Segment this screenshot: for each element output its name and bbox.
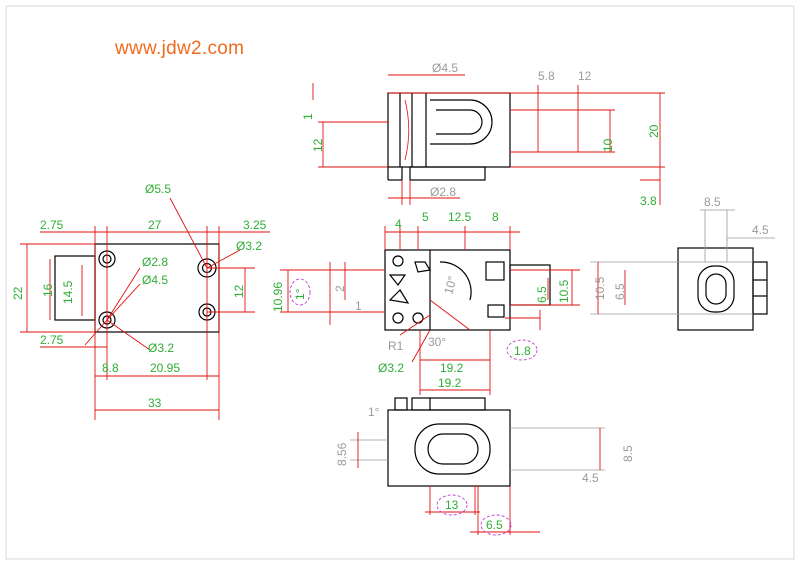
right-dim-4-5: 4.5	[752, 223, 769, 237]
front-dim-1deg: 1°	[293, 288, 307, 300]
top-dim-3-8: 3.8	[640, 194, 657, 208]
right-dim-6-5: 6.5	[613, 283, 627, 300]
front-dim-3-2: Ø3.2	[378, 361, 404, 375]
top-dim-1: 1	[301, 113, 315, 120]
website-watermark: www.jdw2.com	[115, 38, 245, 59]
top-dim-20: 20	[647, 124, 661, 138]
right-view-body	[677, 247, 754, 331]
left-dim-33: 33	[148, 396, 162, 410]
front-dim-6-5: 6.5	[535, 286, 549, 303]
top-dim-hole: Ø4.5	[432, 61, 458, 75]
left-dim-27: 27	[148, 218, 162, 232]
bottom-dim-13: 13	[445, 498, 459, 512]
right-view: 8.5 4.5 10.5 6.5	[590, 195, 775, 331]
top-dim-10: 10	[601, 138, 615, 152]
front-dim-8: 8	[492, 210, 499, 224]
bottom-dim-8-56: 8.56	[335, 442, 349, 466]
front-dim-10deg: 10°	[441, 274, 459, 295]
left-dim-2-75a: 2.75	[40, 218, 64, 232]
front-dim-10-96: 10.96	[271, 282, 285, 312]
bottom-view: 19.2 1° 8.56 8.5 4.5 13 6.5	[335, 376, 635, 536]
bottom-dim-1deg: 1°	[368, 405, 380, 419]
left-dim-3-2b: Ø3.2	[148, 341, 174, 355]
right-dim-10-5: 10.5	[593, 276, 607, 300]
top-view: Ø4.5 5.8 12 20 12 10 1 Ø2.8 3.8	[301, 61, 665, 208]
front-dim-30deg: 30°	[428, 335, 446, 349]
front-dim-2: 2	[333, 285, 347, 292]
front-dim-r1: R1	[388, 339, 404, 353]
left-dim-20-95: 20.95	[150, 361, 180, 375]
bottom-dim-19-2: 19.2	[438, 376, 462, 390]
left-dim-22: 22	[11, 286, 25, 300]
top-dim-5-8: 5.8	[538, 69, 555, 83]
bottom-mark-13	[436, 494, 468, 516]
top-dim-12v: 12	[311, 138, 325, 152]
left-dim-16: 16	[41, 283, 55, 297]
bottom-mark-6-5	[480, 514, 512, 536]
left-dim-4-5: Ø4.5	[142, 273, 168, 287]
front-dim-10-5: 10.5	[557, 279, 571, 303]
front-dim-5: 5	[422, 210, 429, 224]
front-mark-1deg	[289, 278, 311, 306]
left-dim-12: 12	[232, 284, 246, 298]
front-dim-1: 1	[355, 299, 362, 313]
front-dim-4: 4	[395, 217, 402, 231]
front-dim-1-8: 1.8	[514, 344, 531, 358]
front-dim-12-5: 12.5	[448, 210, 472, 224]
front-view: 4 5 12.5 8 10.96 1° 2 1 10° 6.5 10.5 R1 …	[271, 210, 580, 395]
left-dim-2-8: Ø2.8	[142, 255, 168, 269]
top-dim-2-8: Ø2.8	[430, 185, 456, 199]
top-dim-12: 12	[578, 69, 592, 83]
left-dim-5-5: Ø5.5	[145, 182, 171, 196]
bottom-dim-4-5: 4.5	[582, 471, 599, 485]
left-dim-3-25: 3.25	[243, 218, 267, 232]
bottom-dim-8-5: 8.5	[621, 445, 635, 462]
left-dim-8-8: 8.8	[102, 361, 119, 375]
left-dim-3-2a: Ø3.2	[236, 239, 262, 253]
left-dim-2-75b: 2.75	[40, 333, 64, 347]
front-dim-19-2: 19.2	[440, 361, 464, 375]
left-dim-14-5: 14.5	[61, 280, 75, 304]
front-mark-1-8	[506, 339, 538, 361]
right-dim-8-5: 8.5	[704, 195, 721, 209]
bottom-dim-6-5: 6.5	[486, 518, 503, 532]
left-view: 2.75 27 3.25 Ø5.5 Ø3.2 Ø2.8 Ø4.5 22 16 1…	[11, 182, 270, 420]
drawing-frame	[5, 5, 795, 560]
